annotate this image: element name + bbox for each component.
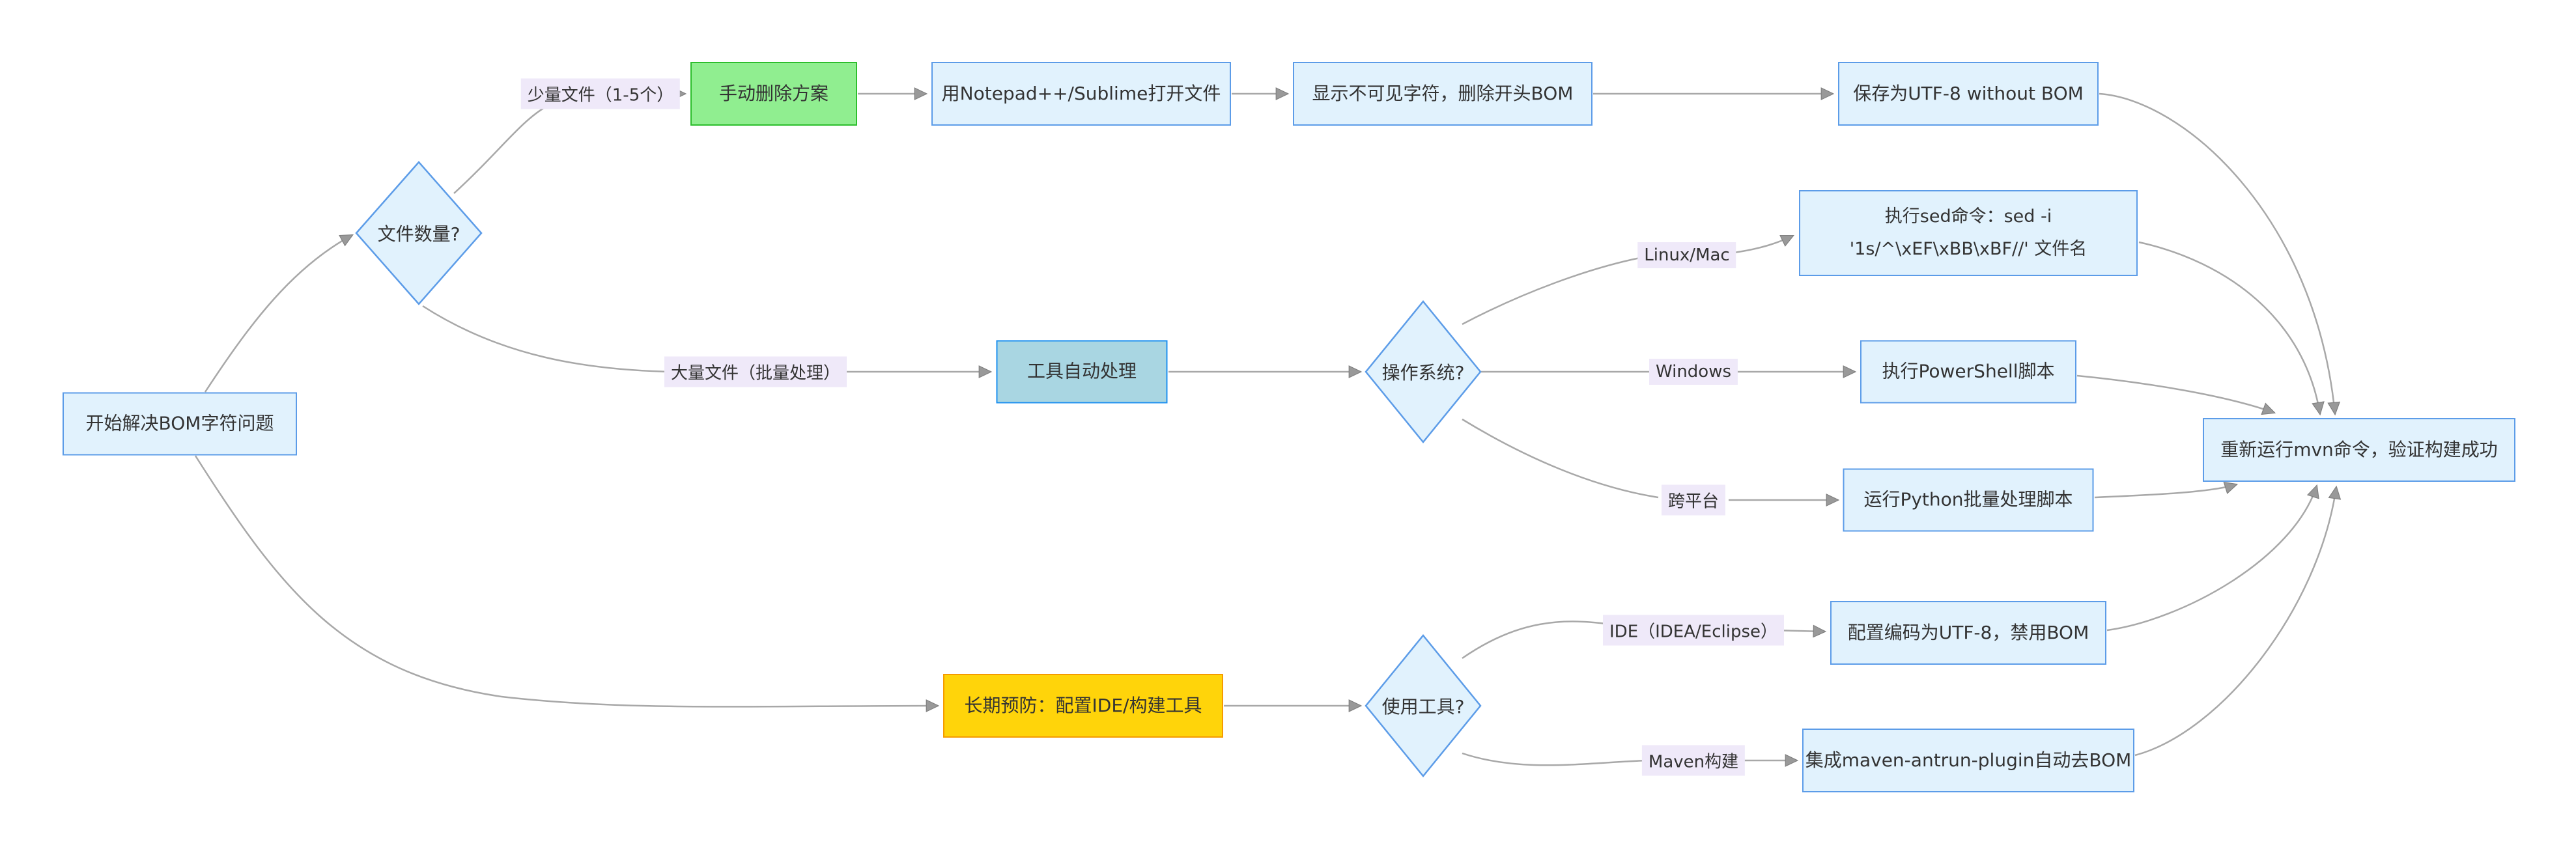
edge-file-count-to-many-label <box>422 305 672 373</box>
edge-maven-plugin-to-verify <box>2134 485 2342 757</box>
edge-label-windows: Windows <box>1649 359 1738 385</box>
node-maven-plugin: 集成maven-antrun-plugin自动去BOM <box>1802 729 2134 792</box>
decision-use-tool-shape <box>1365 634 1482 777</box>
node-auto-tool: 工具自动处理 <box>996 340 1168 404</box>
edge-start-to-prevention <box>194 455 940 712</box>
node-manual-delete: 手动删除方案 <box>690 62 857 126</box>
node-start: 开始解决BOM字符问题 <box>63 392 297 456</box>
edge-python-to-verify <box>2094 481 2239 499</box>
edge-os-to-cross-label <box>1462 418 1659 499</box>
sed-command-line2: '1s/^\xEF\xBB\xBF//' 文件名 <box>1849 239 2088 259</box>
edge-sed-to-verify <box>2138 241 2325 416</box>
edge-start-to-file-count <box>204 234 354 393</box>
decision-use-tool-label: 使用工具? <box>1381 696 1465 717</box>
edge-use-tool-to-ide-label <box>1462 620 1616 660</box>
edge-save-to-verify <box>2099 92 2341 416</box>
decision-os-shape <box>1365 300 1482 443</box>
edge-label-maven: Maven构建 <box>1641 745 1746 776</box>
node-show-invisible: 显示不可见字符，删除开头BOM <box>1293 62 1592 126</box>
edge-label-few-files: 少量文件（1-5个） <box>520 78 681 109</box>
edge-linux-label-to-sed <box>1733 234 1795 254</box>
edge-os-to-linux-label <box>1462 257 1641 326</box>
edge-label-linux-mac: Linux/Mac <box>1637 242 1736 268</box>
node-powershell: 执行PowerShell脚本 <box>1860 340 2076 404</box>
node-save-utf8: 保存为UTF-8 without BOM <box>1838 62 2099 126</box>
node-python-script: 运行Python批量处理脚本 <box>1843 468 2094 532</box>
node-prevention: 长期预防：配置IDE/构建工具 <box>943 674 1223 738</box>
node-sed-command: 执行sed命令：sed -i '1s/^\xEF\xBB\xBF//' 文件名 <box>1799 190 2138 276</box>
decision-file-count-shape <box>355 161 483 305</box>
edge-ide-config-to-verify <box>2106 484 2319 632</box>
decision-file-count-label: 文件数量? <box>377 223 460 245</box>
edge-label-cross-platform: 跨平台 <box>1661 484 1726 516</box>
node-ide-config: 配置编码为UTF-8，禁用BOM <box>1830 601 2106 665</box>
decision-os-label: 操作系统? <box>1381 362 1465 383</box>
node-open-editor: 用Notepad++/Sublime打开文件 <box>931 62 1231 126</box>
edge-label-ide: IDE（IDEA/Eclipse） <box>1603 615 1784 646</box>
sed-command-line1: 执行sed命令：sed -i <box>1884 206 2052 227</box>
node-verify-build: 重新运行mvn命令，验证构建成功 <box>2203 418 2515 482</box>
edge-powershell-to-verify <box>2076 374 2276 415</box>
edge-use-tool-to-maven-label <box>1462 752 1647 766</box>
edge-label-many-files: 大量文件（批量处理） <box>664 356 847 387</box>
edge-file-count-to-few-label <box>453 105 548 194</box>
